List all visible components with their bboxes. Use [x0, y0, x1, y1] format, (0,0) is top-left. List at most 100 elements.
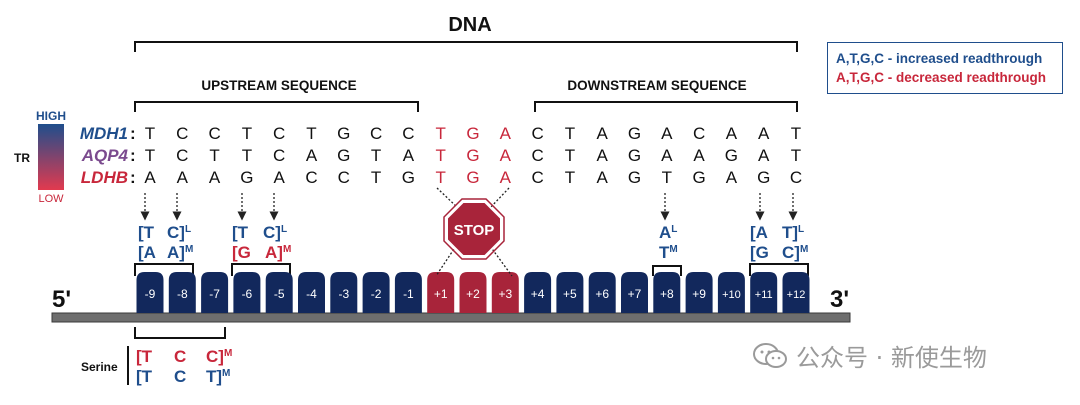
codon-block — [685, 272, 713, 313]
codon-position-label: -8 — [177, 287, 188, 301]
dna-title: DNA — [448, 14, 491, 36]
sequence-base: C — [273, 124, 285, 143]
sequence-base: T — [242, 124, 252, 143]
sequence-base: G — [466, 146, 479, 165]
sequence-base: A — [209, 168, 221, 187]
sequence-base: A — [500, 124, 512, 143]
annotation-text: A]M — [167, 243, 193, 262]
annotation-minus9-minus8: [T C]L [A A]M — [138, 223, 193, 262]
annotation-text: [T — [138, 223, 155, 242]
sequence-base: C — [790, 168, 802, 187]
sequence-base: T — [371, 146, 381, 165]
codon-position-label: +9 — [692, 287, 706, 301]
gene-name-ldhb: LDHB — [81, 168, 128, 187]
bracket-minus9-minus8 — [134, 263, 194, 276]
codon-block — [168, 272, 196, 313]
serine-text: T]M — [206, 367, 230, 386]
stop-sign-icon: STOP — [443, 198, 505, 260]
annotation-minus6-minus5: [T C]L [G A]M — [232, 223, 291, 262]
annotation-text: [T — [232, 223, 249, 242]
serine-text: [T — [136, 347, 153, 366]
serine-codons: [T C C]M [T C T]M — [136, 347, 232, 386]
codon-position-label: +5 — [563, 287, 577, 301]
serine-text: C — [174, 367, 186, 386]
stop-line-right-lower — [489, 245, 513, 277]
sequence-base: A — [726, 124, 738, 143]
bracket-minus6-minus5 — [231, 263, 291, 276]
watermark-text: 公众号 · 新使生物 — [796, 344, 987, 372]
sequence-base: C — [273, 146, 285, 165]
tr-high-label: HIGH — [36, 109, 66, 123]
codon-position-label: +3 — [498, 287, 512, 301]
gene-colon: : — [130, 168, 136, 187]
codon-block — [136, 272, 164, 313]
codon-block — [298, 272, 325, 313]
legend-increased: A,T,G,C - increased readthrough — [836, 51, 1043, 66]
sequence-base: C — [531, 124, 543, 143]
codon-block — [653, 272, 681, 313]
sequence-base: A — [597, 168, 609, 187]
legend-decreased: A,T,G,C - decreased readthrough — [836, 70, 1047, 85]
codon-block — [362, 272, 390, 313]
sequence-base: A — [306, 146, 318, 165]
annotation-plus11-plus12: [A T]L [G C]M — [750, 223, 808, 262]
serine-text: C]M — [206, 347, 232, 366]
sequence-base: T — [145, 146, 155, 165]
codon-position-label: +6 — [595, 287, 609, 301]
stop-sign-octagon — [446, 201, 502, 257]
sequence-base: A — [758, 124, 770, 143]
codon-block — [717, 272, 745, 313]
codon-block — [588, 272, 616, 313]
stop-sign-text: STOP — [454, 222, 495, 239]
sequence-base: G — [466, 168, 479, 187]
sequence-base: A — [693, 146, 705, 165]
sequence-base: C — [402, 124, 414, 143]
sequence-base: T — [565, 124, 575, 143]
codon-position-label: +4 — [531, 287, 545, 301]
annotation-text: C]L — [263, 223, 287, 242]
codon-position-label: -6 — [242, 287, 253, 301]
annotation-plus8: AL TM — [659, 223, 678, 262]
codon-block — [233, 272, 261, 313]
codon-block — [524, 272, 552, 313]
codon-block — [330, 272, 358, 313]
codon-block — [556, 272, 584, 313]
sequence-base: T — [209, 146, 219, 165]
upstream-bracket — [134, 101, 419, 112]
sequence-base: T — [565, 146, 575, 165]
bracket-plus11-plus12 — [749, 263, 809, 276]
codon-position-label: +12 — [787, 289, 806, 301]
sequence-base: T — [306, 124, 316, 143]
annotation-text: [G — [750, 243, 769, 262]
codon-position-label: -5 — [274, 287, 285, 301]
gene-name-aqp4: AQP4 — [81, 146, 129, 165]
serine-label: Serine — [81, 360, 118, 374]
sequence-base: A — [597, 124, 609, 143]
downstream-label: DOWNSTREAM SEQUENCE — [567, 78, 746, 93]
codon-block — [201, 272, 229, 313]
sequence-base: G — [692, 168, 705, 187]
sequence-base: G — [628, 124, 641, 143]
sequence-base: T — [242, 146, 252, 165]
dna-bracket — [134, 41, 798, 52]
codon-block — [750, 272, 778, 313]
codon-block — [427, 272, 455, 313]
codon-block — [265, 272, 293, 313]
sequence-base: T — [565, 168, 575, 187]
annotation-text: [A — [138, 243, 156, 262]
codon-group-brackets — [134, 263, 809, 276]
sequence-base: C — [531, 146, 543, 165]
sequence-base: G — [337, 124, 350, 143]
serine-bracket — [134, 327, 226, 339]
sequence-base: A — [661, 124, 673, 143]
codon-position-label: -2 — [371, 287, 382, 301]
sequence-base: T — [436, 168, 446, 187]
sequence-base: A — [403, 146, 415, 165]
sequence-base: A — [274, 168, 286, 187]
tr-low-label: LOW — [38, 193, 64, 205]
annotation-text: C]M — [782, 243, 808, 262]
sequence-base: C — [176, 124, 188, 143]
sequence-base: C — [305, 168, 317, 187]
sequence-base: T — [436, 124, 446, 143]
